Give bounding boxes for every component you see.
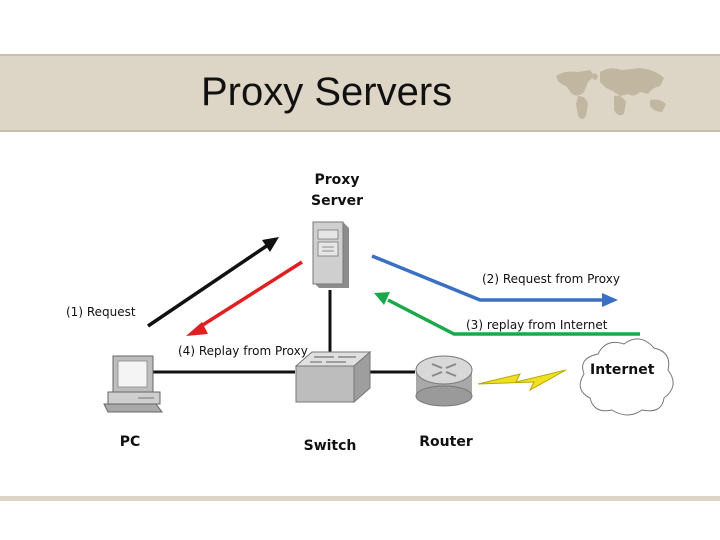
proxy-server-label-line1: Proxy [314, 172, 360, 188]
internet-label: Internet [590, 362, 655, 378]
router-icon [415, 355, 473, 407]
proxy-server-label-line2: Server [310, 193, 363, 209]
step1-label: (1) Request [66, 305, 136, 319]
page-title: Proxy Servers [201, 70, 453, 114]
pc-label: PC [119, 434, 141, 450]
server-icon [312, 221, 349, 288]
reply-from-proxy-arrow [186, 260, 303, 336]
internet-cloud-icon [579, 338, 674, 416]
router-label: Router [419, 434, 473, 450]
step4-label: (4) Replay from Proxy [178, 344, 308, 358]
switch-icon [294, 350, 372, 404]
request-from-proxy-arrow [371, 254, 618, 307]
connection-lines [150, 290, 415, 374]
pc-icon [103, 355, 163, 413]
reply-from-internet-arrow [374, 292, 640, 336]
footer-line [0, 496, 720, 501]
switch-label: Switch [303, 438, 357, 454]
request-arrow [147, 237, 279, 328]
step3-label: (3) replay from Internet [466, 318, 608, 332]
lightning-icon [477, 369, 567, 392]
proxy-server-label: Proxy Server [306, 170, 368, 212]
step2-label: (2) Request from Proxy [482, 272, 620, 286]
